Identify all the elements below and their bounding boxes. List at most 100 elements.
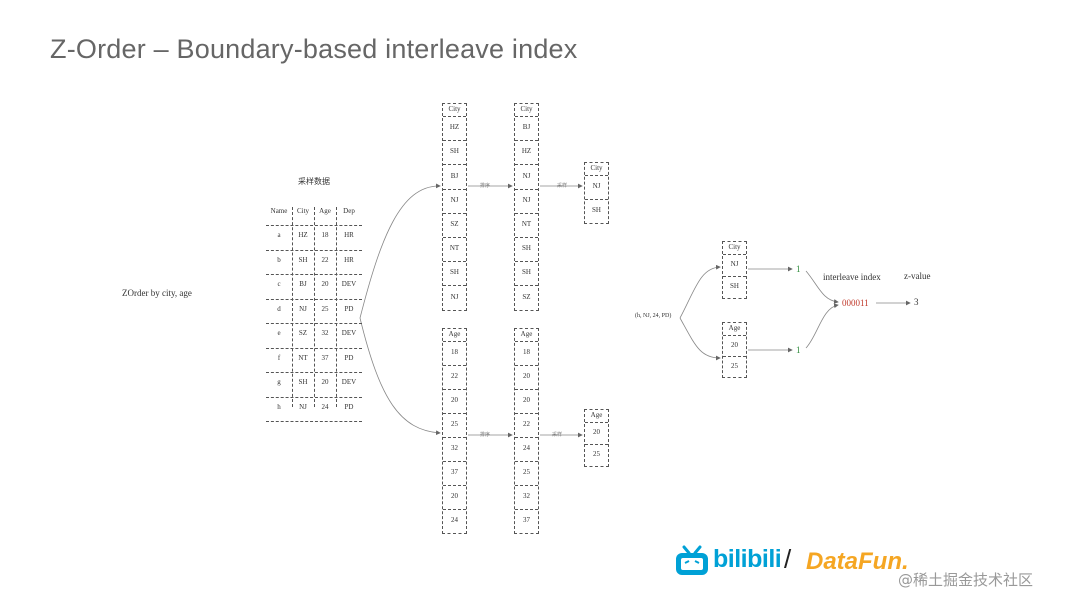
interleave-index-value: 000011 [842, 298, 869, 308]
age-index-value: 1 [796, 345, 801, 355]
cell-name: e [277, 329, 281, 337]
column-cell: 37 [523, 516, 530, 524]
column-header: Age [448, 330, 461, 338]
column-header: Age [590, 411, 603, 419]
bilibili-text: bilibili [713, 545, 782, 573]
sample-label-age: 采样 [552, 433, 563, 438]
column-cell: 20 [731, 340, 738, 349]
column-cell: NJ [592, 182, 601, 190]
cell-age: 20 [321, 378, 329, 386]
column-cell: SH [522, 244, 531, 253]
column-cell: SH [522, 268, 531, 277]
cell-age: 22 [321, 255, 329, 264]
column-cell: HZ [521, 147, 532, 156]
column-cell: NJ [730, 260, 739, 268]
column-cell: NT [449, 244, 460, 253]
column-cell: 20 [451, 492, 458, 500]
column-header: City [590, 164, 603, 172]
city-index-value: 1 [796, 264, 801, 274]
cell-dep: DEV [341, 378, 357, 386]
z-value-label: z-value [904, 271, 931, 281]
column-cell: 20 [593, 428, 600, 436]
column-cell: 18 [523, 348, 530, 356]
column-cell: 25 [731, 361, 738, 370]
watermark: @稀土掘金技术社区 [898, 571, 1034, 589]
column-header: City [728, 243, 741, 251]
column-cell: NJ [522, 171, 531, 180]
cell-age: 37 [321, 353, 329, 362]
cell-age: 18 [321, 231, 329, 239]
zorder-label: ZOrder by city, age [122, 288, 192, 298]
cell-age: 32 [321, 329, 329, 337]
column-cell: 24 [451, 516, 458, 524]
column-cell: SH [730, 282, 739, 290]
column-cell: 32 [451, 444, 458, 452]
column-cell: 25 [593, 450, 600, 458]
column-cell: SH [592, 206, 601, 214]
cell-dep: PD [344, 402, 354, 411]
column-cell: BJ [522, 123, 531, 132]
header-dep: Dep [343, 207, 355, 215]
column-cell: 18 [451, 348, 458, 356]
cell-city: NJ [299, 304, 307, 313]
cell-city: BJ [299, 280, 307, 288]
cell-dep: PD [344, 304, 354, 313]
cell-dep: DEV [341, 280, 357, 288]
column-cell: NJ [450, 292, 459, 301]
header-city: City [296, 207, 310, 215]
cell-age: 20 [321, 280, 329, 288]
page-title: Z-Order – Boundary-based interleave inde… [50, 34, 578, 64]
cell-name: b [277, 255, 281, 264]
z-value: 3 [914, 297, 919, 307]
datafun-logo: DataFun. [806, 548, 909, 575]
header-name: Name [270, 207, 288, 215]
cell-name: g [277, 378, 281, 386]
column-cell: 22 [523, 420, 530, 428]
tv-icon [676, 545, 708, 575]
sample-data-label: 采样数据 [298, 177, 330, 186]
column-header: Age [728, 324, 741, 332]
column-header: City [520, 105, 533, 113]
column-cell: SH [450, 147, 459, 156]
cell-dep: PD [344, 353, 354, 362]
sort-label-city: 排序 [480, 184, 491, 189]
header-age: Age [319, 207, 331, 215]
cell-city: NJ [299, 402, 307, 411]
column-cell: 25 [523, 468, 530, 476]
column-cell: 24 [523, 444, 530, 452]
column-cell: 20 [451, 396, 458, 404]
column-cell: 22 [451, 372, 458, 380]
bilibili-logo [674, 545, 710, 582]
cell-name: f [277, 353, 281, 362]
column-header: City [448, 105, 461, 113]
age-sampled-column: Age 20 25 [584, 409, 609, 467]
column-cell: 32 [523, 492, 530, 500]
column-cell: 37 [451, 468, 458, 476]
logo-separator: / [784, 544, 792, 574]
tuple-label: (h, NJ, 24, PD) [635, 313, 672, 319]
cell-city: SH [298, 255, 308, 264]
column-cell: NJ [522, 195, 531, 204]
column-cell: 20 [523, 372, 530, 380]
cell-city: SH [298, 378, 308, 386]
right-age-box: Age 20 25 [722, 322, 747, 378]
cell-name: c [277, 280, 281, 288]
sample-label-city: 采样 [557, 184, 568, 189]
column-cell: SH [450, 268, 459, 277]
cell-dep: HR [344, 231, 354, 239]
cell-dep: DEV [341, 329, 357, 337]
interleave-index-label: interleave index [823, 272, 881, 282]
sort-label-age: 排序 [480, 433, 491, 438]
column-cell: HZ [449, 123, 460, 132]
cell-age: 24 [321, 402, 329, 411]
cell-city: SZ [298, 329, 308, 337]
column-cell: SZ [450, 219, 459, 228]
cell-name: h [277, 402, 281, 411]
column-header: Age [520, 330, 533, 338]
